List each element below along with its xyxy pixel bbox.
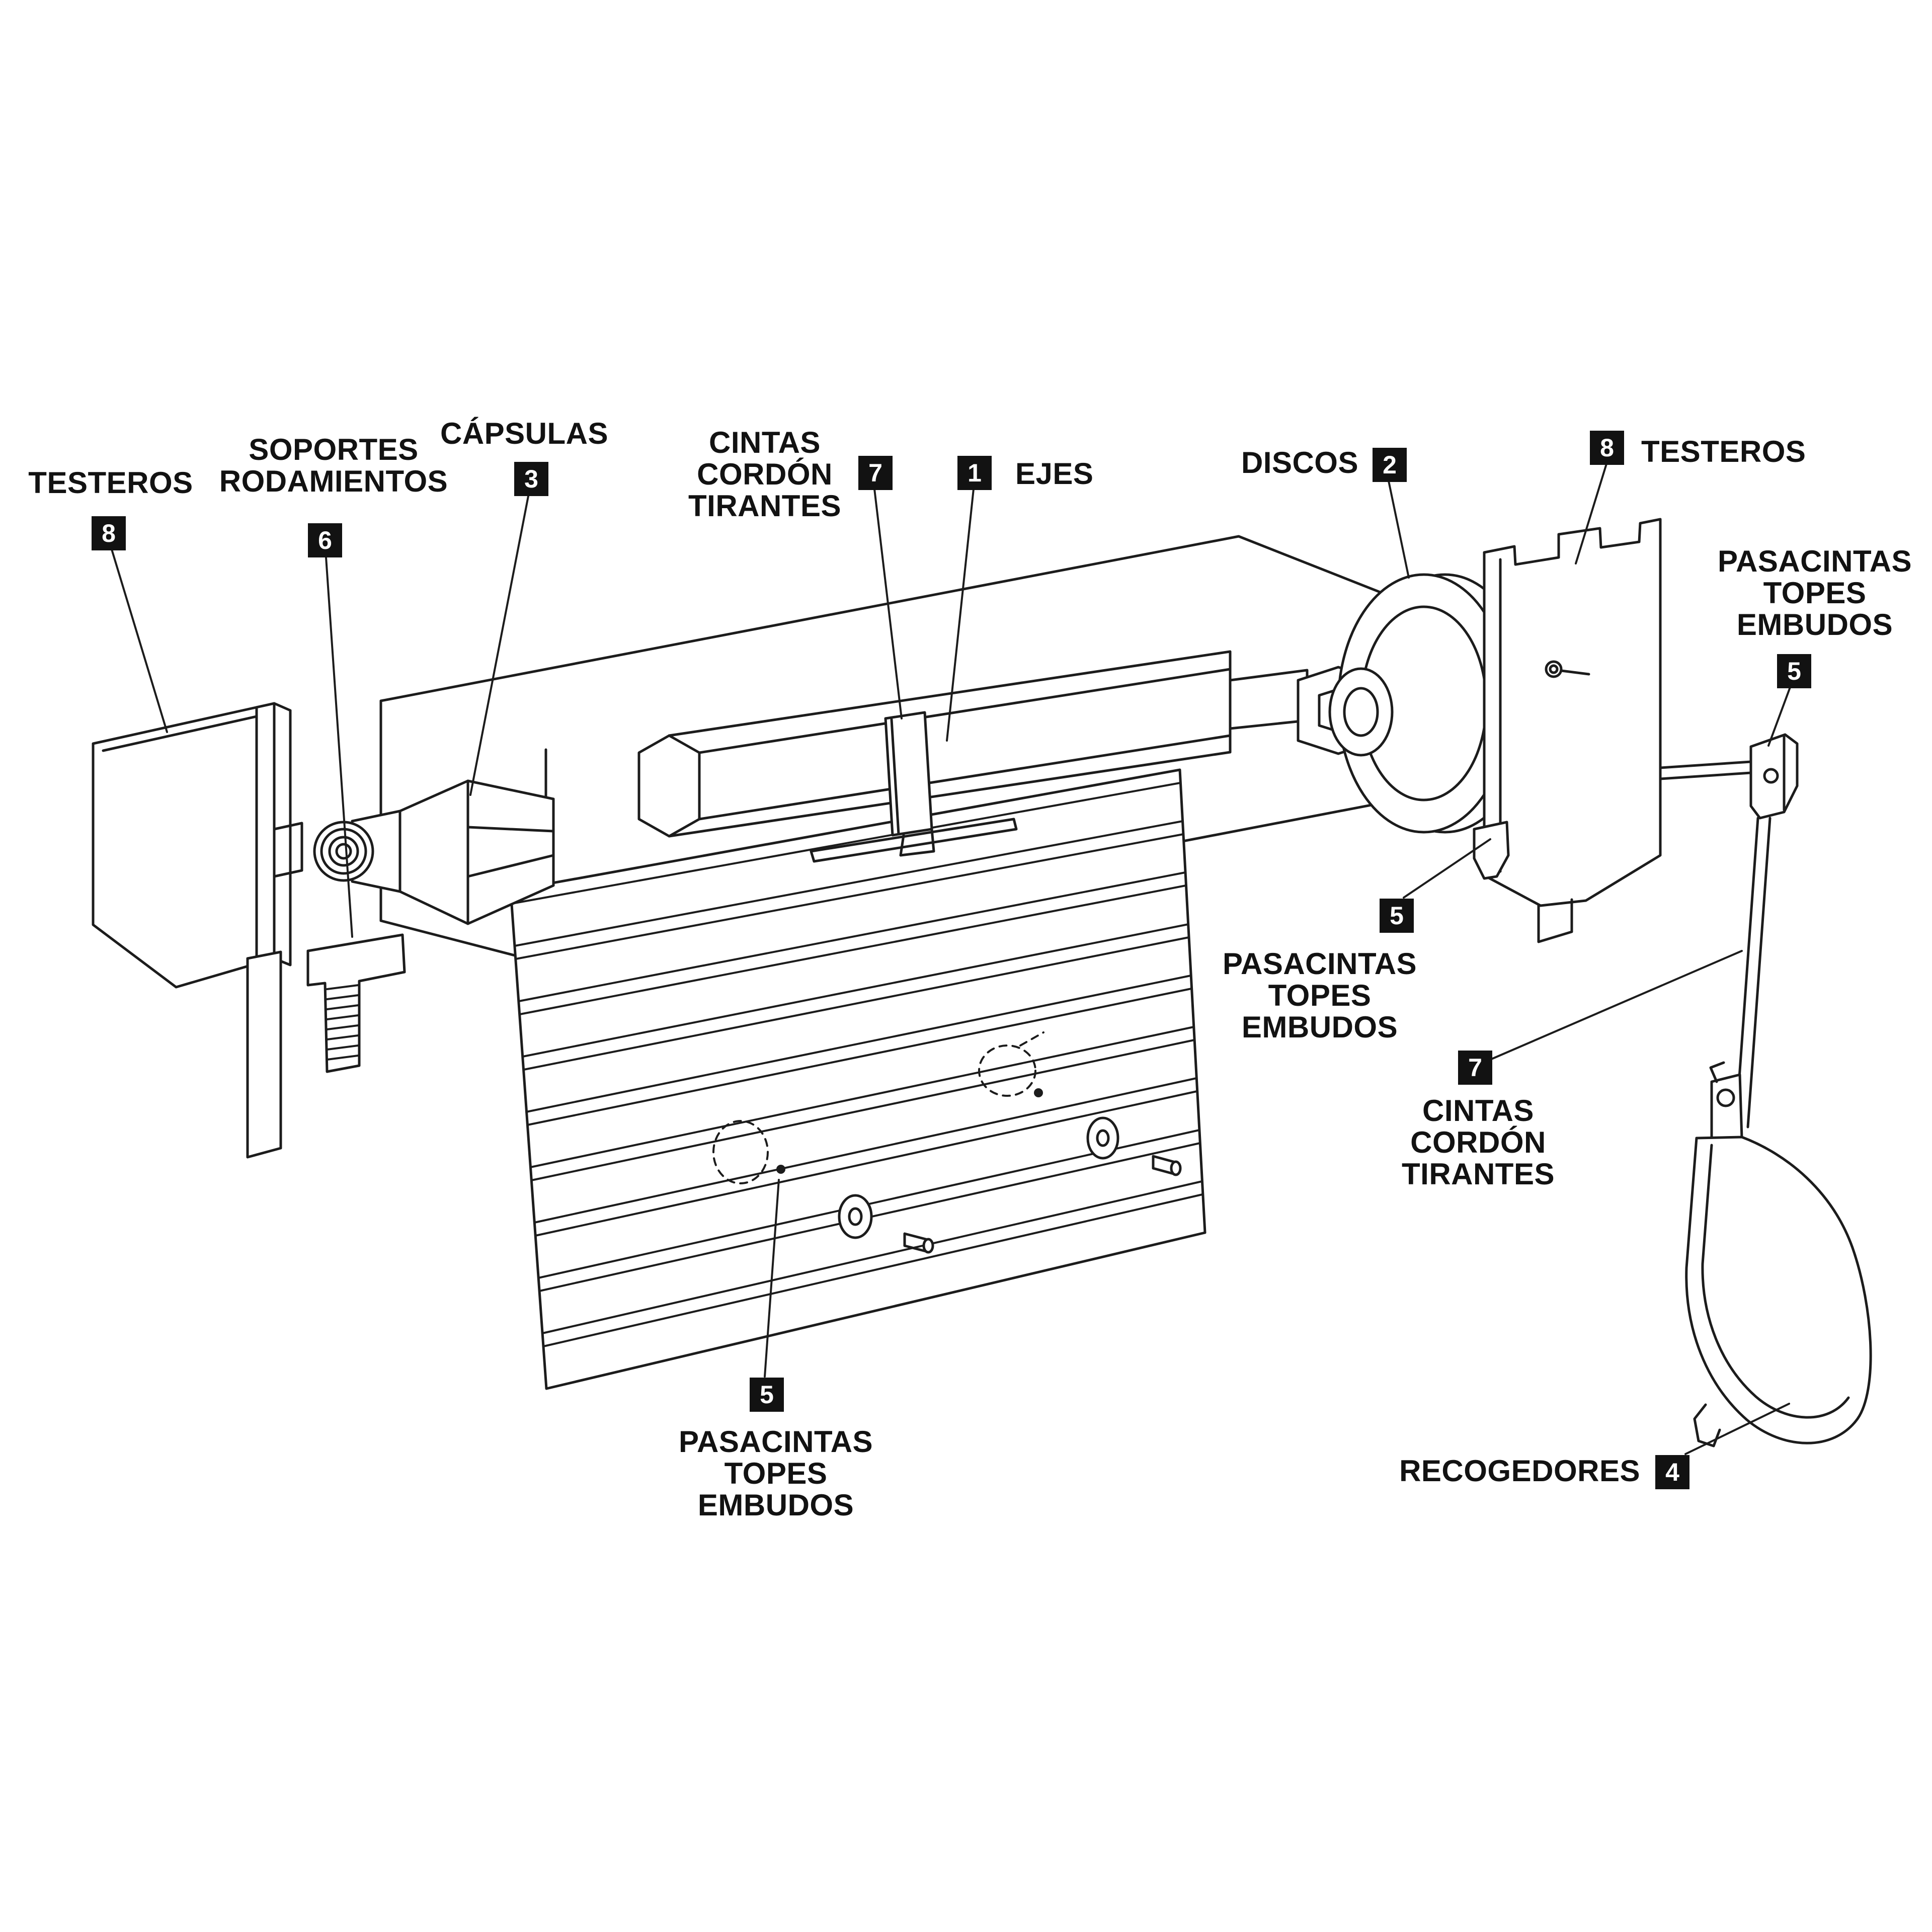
soporte-rodamiento-drawing	[306, 933, 406, 1073]
label-pasacintas-mid: PASACINTAS TOPES EMBUDOS	[1222, 947, 1417, 1044]
pasacintas-bracket-drawing	[1749, 733, 1799, 820]
label-cintas-top: CINTAS CORDÓN TIRANTES	[688, 426, 841, 523]
label-pasacintas-bottom: PASACINTAS TOPES EMBUDOS	[678, 1425, 873, 1522]
badge-cintas-right: 7	[1458, 1051, 1492, 1085]
curtain-drawing	[509, 768, 1206, 1390]
leader-lines	[111, 463, 1791, 1455]
badge-ejes: 1	[957, 456, 992, 490]
label-testeros-left: TESTEROS	[28, 466, 193, 500]
label-discos: DISCOS	[1241, 446, 1358, 479]
label-ejes: EJES	[1015, 457, 1094, 491]
label-capsulas: CÁPSULAS	[440, 417, 609, 450]
badge-pasacintas-bottom: 5	[750, 1378, 784, 1412]
tope-washer-drawing	[838, 1116, 1182, 1254]
badge-soportes-rodamientos: 6	[308, 523, 342, 557]
eje-drawing	[637, 650, 1309, 838]
label-recogedores: RECOGEDORES	[1399, 1454, 1640, 1488]
axle-strip-drawing	[810, 818, 1018, 863]
badge-recogedores: 4	[1655, 1455, 1689, 1489]
badge-cintas-top: 7	[858, 456, 893, 490]
rod-drawing	[1659, 760, 1752, 780]
label-pasacintas-right: PASACINTAS TOPES EMBUDOS	[1717, 544, 1912, 641]
badge-testeros-left: 8	[92, 516, 126, 550]
capsula-drawing	[313, 779, 555, 925]
cinta-strap-drawing	[884, 711, 935, 857]
label-cintas-right: CINTAS CORDÓN TIRANTES	[1402, 1094, 1555, 1191]
badge-discos: 2	[1373, 448, 1407, 482]
badge-pasacintas-mid: 5	[1380, 899, 1414, 933]
label-soportes-rodamientos: SOPORTES RODAMIENTOS	[219, 433, 448, 498]
label-testeros-right: TESTEROS	[1641, 435, 1806, 468]
pasacinta-hole-drawing	[712, 1031, 1044, 1184]
right-testero-drawing	[1473, 518, 1662, 943]
badge-capsulas: 3	[514, 462, 548, 496]
left-testero-drawing	[92, 702, 303, 1159]
disco-drawing	[1328, 573, 1532, 834]
recogedor-drawing	[1685, 1061, 1872, 1447]
badge-testeros-right: 8	[1590, 431, 1624, 465]
badge-pasacintas-right: 5	[1777, 654, 1811, 688]
